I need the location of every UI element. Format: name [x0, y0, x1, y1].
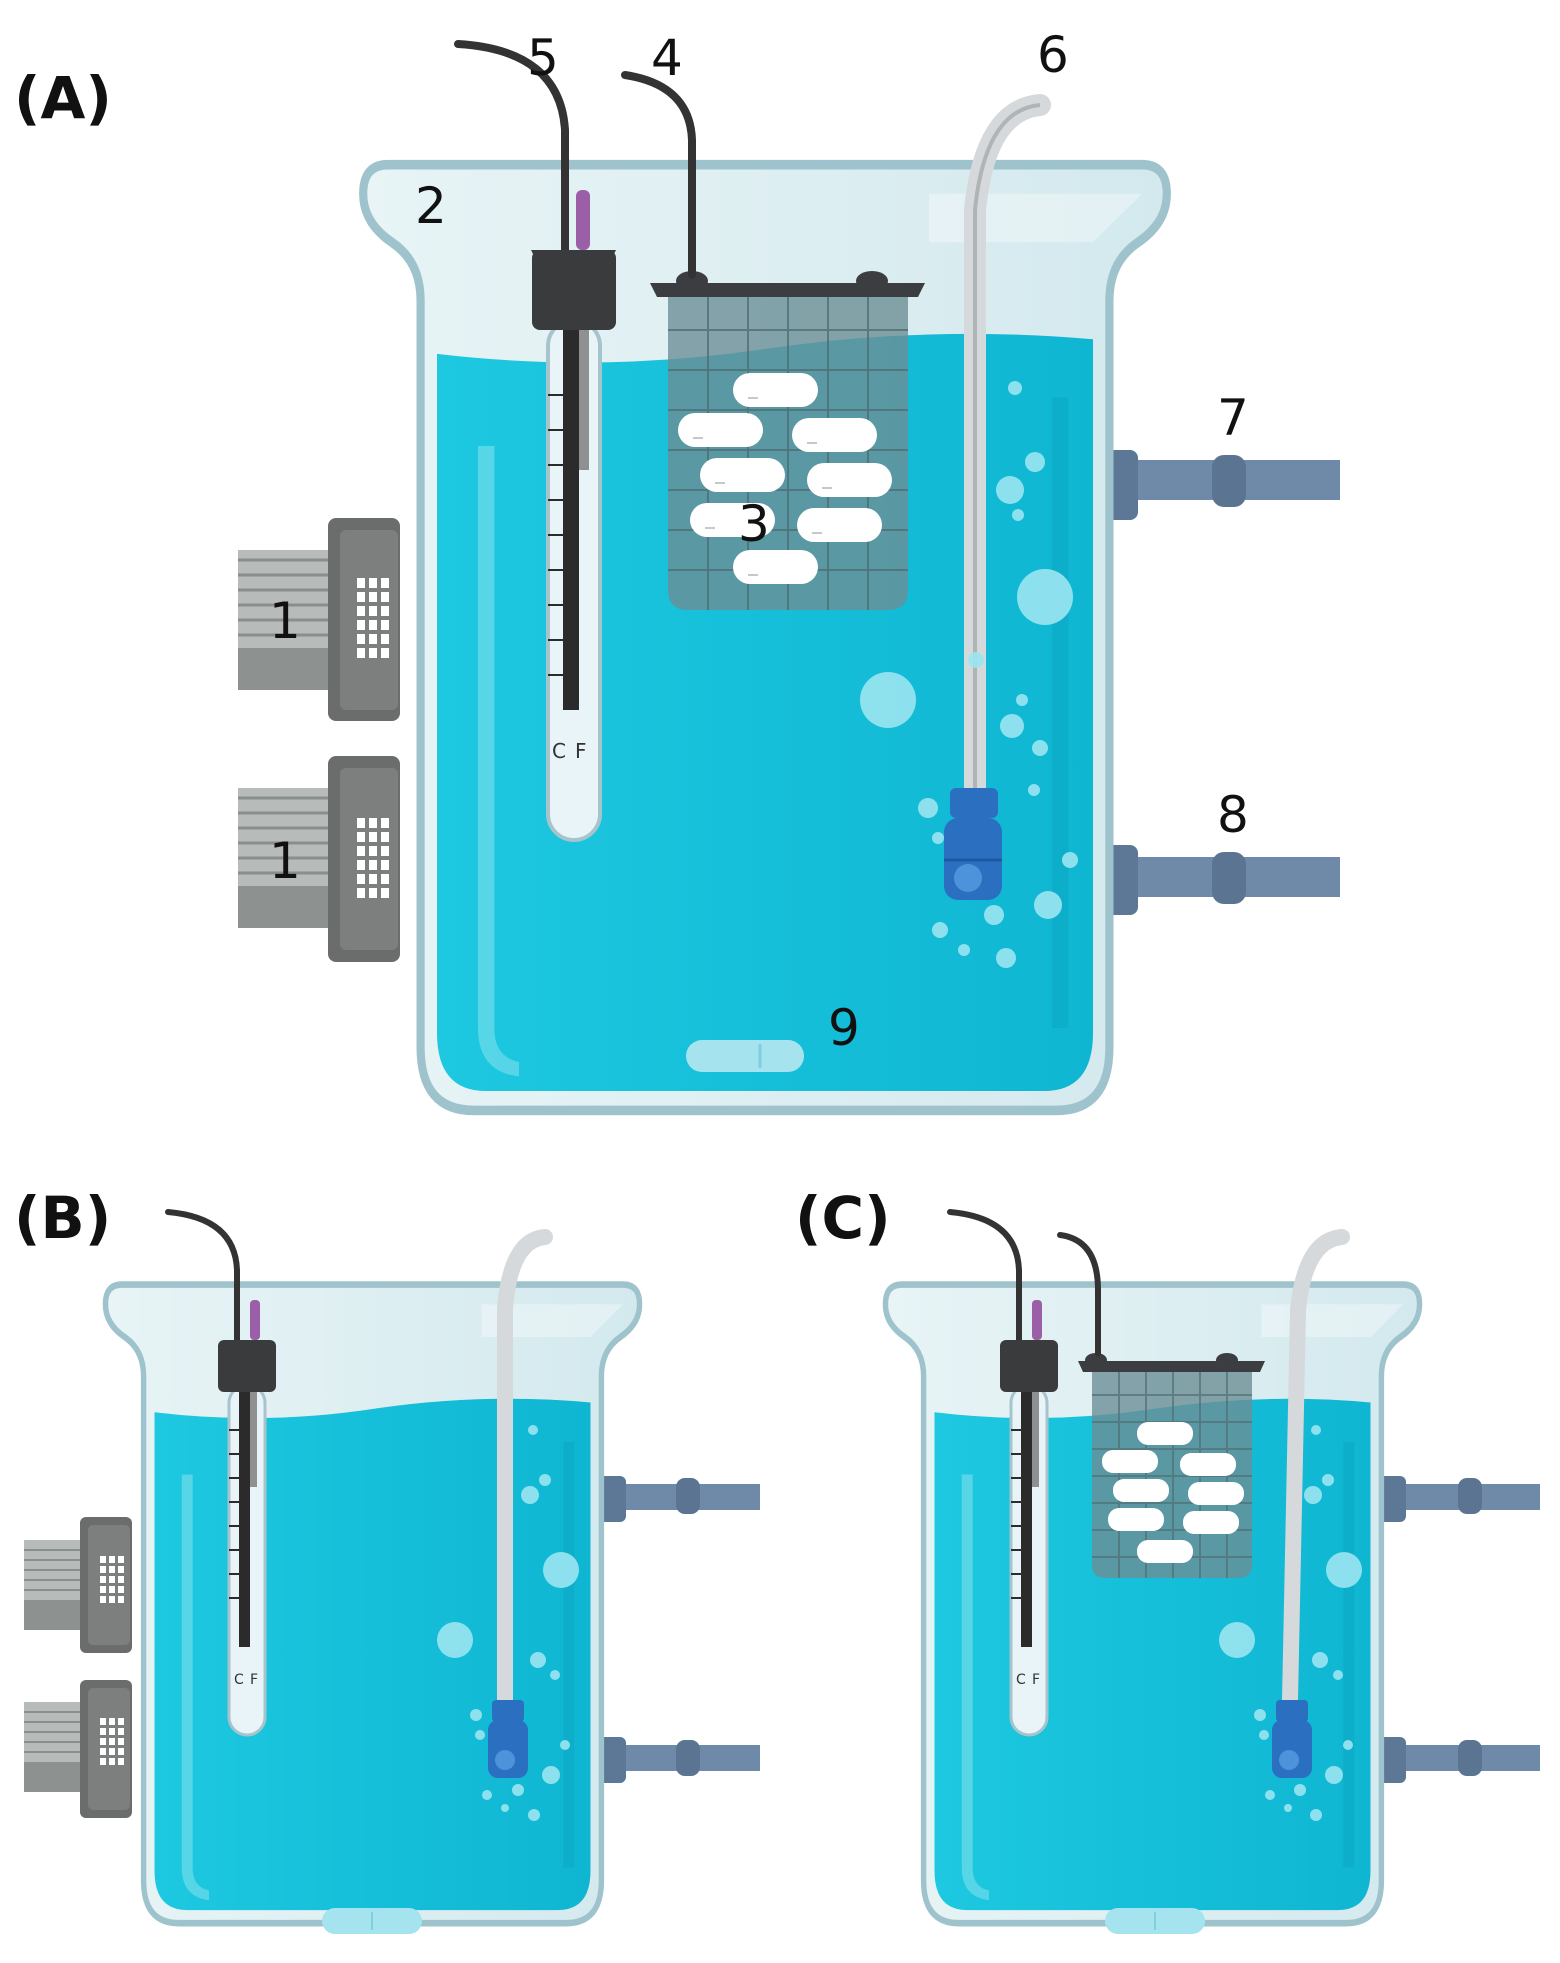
heater-b-top [24, 1517, 132, 1653]
bubbles-c [1219, 1425, 1362, 1821]
panel-b-label: (B) [14, 1184, 111, 1252]
thermometer-b: C F [165, 1209, 276, 1737]
callout-1-top: 1 [269, 592, 301, 650]
callout-2: 2 [415, 177, 447, 235]
callout-6: 6 [1037, 26, 1069, 84]
stir-bar-b [322, 1908, 422, 1934]
thermometer-b-c-label: C [234, 1672, 244, 1688]
thermometer-c-c-label: C [1016, 1672, 1026, 1688]
outlet-pipe-8 [1100, 845, 1340, 915]
thermometer: C F [454, 40, 616, 842]
callout-5: 5 [527, 29, 559, 87]
stir-bar [686, 1040, 804, 1072]
bubbles [860, 381, 1078, 968]
outlet-pipes-b [598, 1476, 760, 1783]
callout-1-bottom: 1 [269, 832, 301, 890]
heater-bottom [238, 756, 400, 962]
thermometer-c-label: C [552, 739, 566, 763]
panel-a-label: (A) [14, 64, 112, 132]
samples-c [1102, 1422, 1244, 1563]
thermometer-c: C F [947, 1209, 1058, 1737]
outlet-pipes-c [1378, 1476, 1540, 1783]
basket-cable [621, 71, 696, 279]
panel-c-label: (C) [795, 1184, 891, 1252]
thermometer-c-f-label: F [1032, 1672, 1040, 1688]
heater-b-bottom [24, 1680, 132, 1818]
callout-7: 7 [1217, 389, 1249, 447]
callout-3: 3 [738, 495, 770, 553]
outlet-pipe-7 [1100, 450, 1340, 520]
callout-8: 8 [1217, 786, 1249, 844]
beaker-b [105, 1285, 639, 1924]
callout-9: 9 [828, 999, 860, 1057]
stir-bar-c [1105, 1908, 1205, 1934]
sample-basket-c [1078, 1353, 1265, 1578]
callout-4: 4 [651, 29, 683, 87]
bubbles-b [437, 1425, 579, 1821]
panel-a: (A) [14, 26, 1340, 1110]
basket-cable-c [1057, 1232, 1101, 1357]
thermometer-b-f-label: F [250, 1672, 258, 1688]
panel-c: (C) [795, 1184, 1540, 1934]
sample-basket [650, 271, 925, 610]
air-pump-b [488, 1229, 553, 1778]
heater-top [238, 518, 400, 721]
air-pump-c [1272, 1229, 1350, 1778]
panel-b: (B) [14, 1184, 760, 1934]
air-pump [944, 94, 1051, 900]
thermometer-f-label: F [575, 739, 587, 763]
